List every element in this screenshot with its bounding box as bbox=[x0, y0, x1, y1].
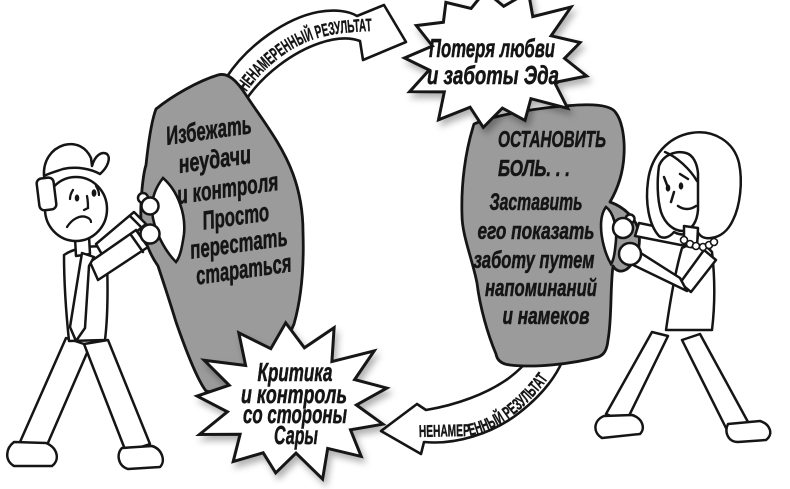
svg-text:напоминаний: напоминаний bbox=[485, 275, 597, 302]
svg-text:БОЛЬ. . .: БОЛЬ. . . bbox=[498, 155, 570, 181]
svg-text:ОСТАНОВИТЬ: ОСТАНОВИТЬ bbox=[498, 126, 606, 152]
svg-text:со стороны: со стороны bbox=[243, 399, 347, 429]
svg-text:и контроль: и контроль bbox=[241, 379, 347, 409]
svg-text:Потеря любви: Потеря любви bbox=[429, 33, 555, 63]
svg-text:заботу путем: заботу путем bbox=[474, 247, 595, 274]
svg-text:Заставить: Заставить bbox=[490, 189, 583, 216]
svg-text:и намеков: и намеков bbox=[503, 303, 590, 330]
svg-text:его показать: его показать bbox=[478, 218, 595, 245]
svg-text:и заботы Эда: и заботы Эда bbox=[427, 60, 559, 90]
svg-text:Критика: Критика bbox=[258, 357, 333, 387]
svg-text:Сары: Сары bbox=[274, 420, 318, 450]
